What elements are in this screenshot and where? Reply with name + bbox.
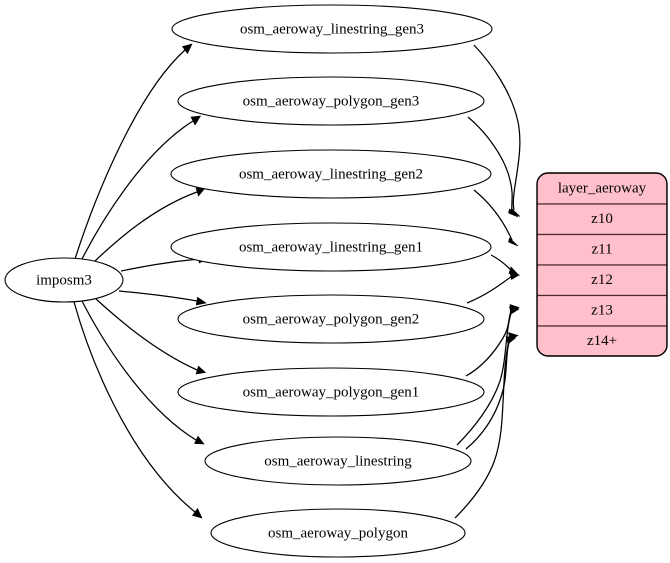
node-osm-aeroway-linestring-gen2[interactable]: osm_aeroway_linestring_gen2 — [170, 149, 492, 199]
edge-linestring-gen2-to-z11 — [473, 189, 519, 247]
edge-imposm3-to-polygon-gen1 — [95, 298, 207, 375]
table-row-z12-cell[interactable] — [537, 264, 667, 297]
table-row-z10-cell[interactable] — [537, 203, 667, 236]
node-osm-aeroway-polygon-gen3-label: osm_aeroway_polygon_gen3 — [243, 93, 420, 109]
node-osm-aeroway-linestring-gen3-label: osm_aeroway_linestring_gen3 — [240, 21, 424, 37]
node-osm-aeroway-polygon-gen2-label: osm_aeroway_polygon_gen2 — [243, 311, 420, 327]
edge-linestring-to-z13 — [456, 306, 520, 446]
node-osm-aeroway-polygon-gen1[interactable]: osm_aeroway_polygon_gen1 — [177, 367, 485, 417]
node-imposm3-shape[interactable] — [4, 257, 124, 303]
node-osm-aeroway-linestring-gen3-shape[interactable] — [171, 4, 493, 54]
edge-linestring-gen1-to-z12 — [490, 254, 520, 276]
edge-imposm3-to-linestring — [81, 300, 205, 445]
node-osm-aeroway-linestring-gen1[interactable]: osm_aeroway_linestring_gen1 — [170, 222, 492, 272]
node-osm-aeroway-polygon-shape[interactable] — [210, 508, 466, 558]
node-osm-aeroway-polygon-gen1-shape[interactable] — [177, 367, 485, 417]
table-row-z14-cell[interactable] — [537, 325, 667, 356]
table-row-z13-label: z13 — [591, 302, 613, 318]
table-header-cell — [537, 173, 667, 205]
node-osm-aeroway-polygon-gen3[interactable]: osm_aeroway_polygon_gen3 — [177, 76, 485, 126]
node-osm-aeroway-linestring-gen2-shape[interactable] — [170, 149, 492, 199]
node-osm-aeroway-linestring-gen1-shape[interactable] — [170, 222, 492, 272]
edge-polygon-gen2-to-z12 — [466, 272, 520, 304]
table-row-z14-label: z14+ — [587, 333, 617, 349]
edge-polygon-gen3-to-z10 — [467, 116, 519, 218]
node-osm-aeroway-linestring-shape[interactable] — [204, 436, 472, 486]
edge-imposm3-to-polygon-gen2 — [118, 290, 207, 306]
node-osm-aeroway-polygon-gen1-label: osm_aeroway_polygon_gen1 — [243, 384, 420, 400]
table-row-z12-label: z12 — [591, 272, 613, 288]
node-osm-aeroway-linestring[interactable]: osm_aeroway_linestring — [204, 436, 472, 486]
node-osm-aeroway-linestring-gen2-label: osm_aeroway_linestring_gen2 — [239, 166, 423, 182]
edge-imposm3-to-polygon — [73, 301, 203, 519]
edge-imposm3-to-linestring-gen3 — [74, 43, 193, 260]
node-imposm3-label: imposm3 — [36, 272, 92, 288]
node-osm-aeroway-polygon-gen2[interactable]: osm_aeroway_polygon_gen2 — [177, 294, 485, 344]
table-row-z11-cell[interactable] — [537, 233, 667, 266]
table-header-label: layer_aeroway — [558, 180, 647, 196]
node-osm-aeroway-linestring-label: osm_aeroway_linestring — [264, 453, 412, 469]
node-osm-aeroway-linestring-gen1-label: osm_aeroway_linestring_gen1 — [239, 239, 423, 255]
edge-linestring-gen3-to-z10 — [473, 44, 521, 217]
edge-polygon-to-z14 — [454, 336, 517, 519]
node-osm-aeroway-polygon[interactable]: osm_aeroway_polygon — [210, 508, 466, 558]
node-osm-aeroway-polygon-gen2-shape[interactable] — [177, 294, 485, 344]
node-layer-aeroway-table[interactable]: layer_aeroway z10 z11 z12 z13 z14+ — [536, 172, 668, 357]
node-osm-aeroway-linestring-gen3[interactable]: osm_aeroway_linestring_gen3 — [171, 4, 493, 54]
node-osm-aeroway-polygon-label: osm_aeroway_polygon — [268, 525, 408, 541]
table-row-z10-label: z10 — [591, 211, 613, 227]
node-imposm3[interactable]: imposm3 — [4, 257, 124, 303]
node-osm-aeroway-polygon-gen3-shape[interactable] — [177, 76, 485, 126]
table-outline — [536, 172, 668, 357]
edge-imposm3-to-polygon-gen3 — [81, 115, 202, 260]
edges-tables-to-layer — [454, 44, 521, 519]
table-row-z11-label: z11 — [591, 241, 612, 257]
